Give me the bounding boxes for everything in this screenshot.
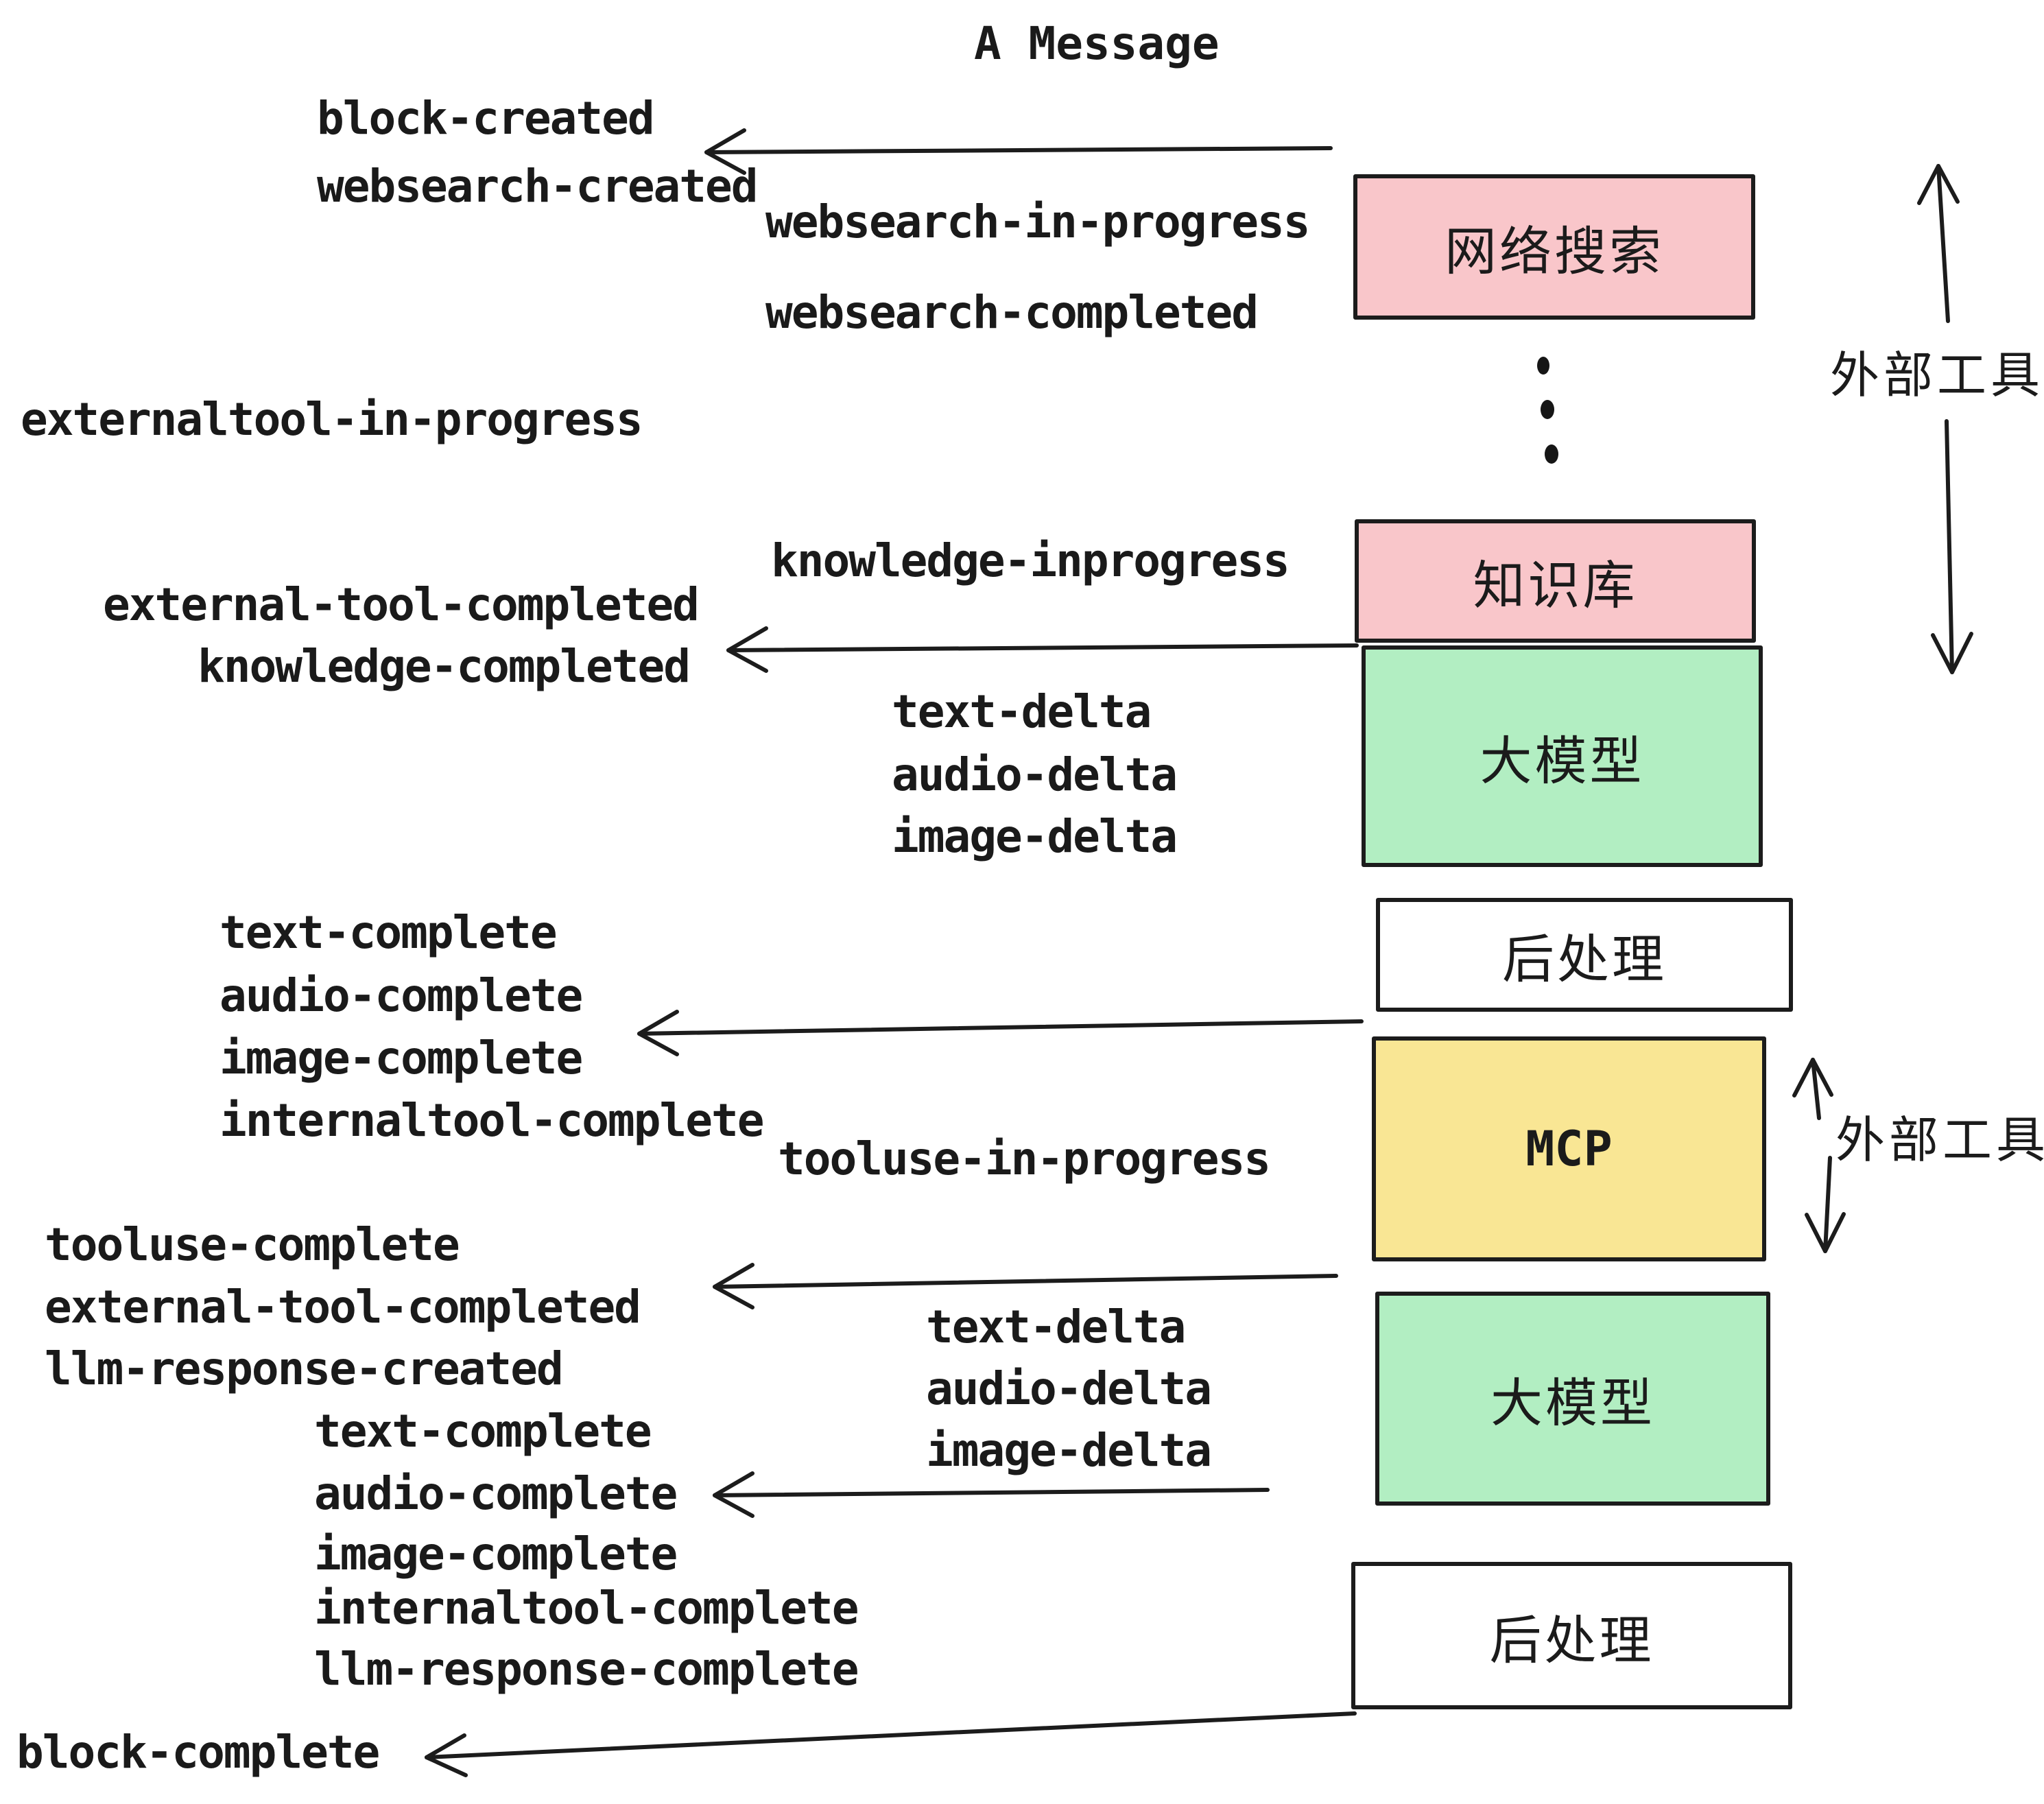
box-websearch: 网络搜索	[1353, 174, 1755, 320]
event-text-delta-2: text-delta	[926, 1301, 1186, 1353]
event-llm-response-complete: llm-response-complete	[314, 1643, 859, 1696]
arrow-image-complete-icon	[637, 1010, 1364, 1056]
event-text-complete-1: text-complete	[219, 906, 558, 959]
event-internaltool-complete-2: internaltool-complete	[314, 1582, 859, 1635]
event-external-tool-completed-2: external-tool-completed	[45, 1281, 641, 1333]
box-postprocess-2: 后处理	[1351, 1562, 1792, 1709]
arrow-block-complete-icon	[425, 1711, 1357, 1777]
event-image-complete-1: image-complete	[219, 1032, 583, 1084]
event-block-created: block-created	[317, 92, 655, 145]
event-websearch-completed: websearch-completed	[765, 286, 1259, 339]
box-postprocess-1: 后处理	[1376, 898, 1793, 1012]
vertical-ellipsis-icon	[1537, 357, 1558, 464]
event-audio-delta-2: audio-delta	[926, 1362, 1212, 1415]
event-external-tool-completed: external-tool-completed	[103, 578, 700, 631]
box-knowledge-base: 知识库	[1355, 519, 1756, 643]
event-audio-complete-2: audio-complete	[314, 1467, 678, 1520]
event-image-delta-1: image-delta	[892, 810, 1178, 863]
event-text-complete-2: text-complete	[314, 1405, 652, 1458]
arrow-block-created-icon	[704, 128, 1333, 175]
arrow-external-tools-down-icon	[1931, 419, 1973, 674]
event-image-delta-2: image-delta	[926, 1424, 1212, 1477]
event-websearch-created: websearch-created	[317, 160, 759, 213]
event-llm-response-created: llm-response-created	[45, 1342, 564, 1395]
arrow-knowledge-completed-icon	[726, 626, 1359, 673]
arrow-mcp-down-icon	[1805, 1156, 1846, 1253]
event-externaltool-in-progress: externaltool-in-progress	[21, 393, 643, 446]
event-text-delta-1: text-delta	[892, 685, 1152, 738]
arrow-mcp-up-icon	[1792, 1058, 1833, 1120]
diagram-title: A Message	[974, 17, 1220, 70]
box-llm-1: 大模型	[1362, 645, 1763, 867]
event-tooluse-in-progress: tooluse-in-progress	[778, 1132, 1271, 1185]
arrow-tooluse-complete-icon	[713, 1263, 1338, 1309]
event-internaltool-complete-1: internaltool-complete	[219, 1094, 764, 1147]
box-mcp: MCP	[1372, 1036, 1766, 1261]
event-audio-complete-1: audio-complete	[219, 969, 583, 1022]
event-image-complete-2: image-complete	[314, 1528, 678, 1580]
box-llm-2: 大模型	[1375, 1292, 1770, 1506]
event-websearch-in-progress: websearch-in-progress	[765, 195, 1310, 248]
label-external-tools-top: 外部工具	[1830, 348, 2044, 403]
label-external-tools-mid: 外部工具	[1835, 1113, 2044, 1168]
arrow-external-tools-up-icon	[1917, 164, 1960, 323]
event-block-complete: block-complete	[16, 1726, 380, 1779]
arrow-audio-complete-icon	[713, 1471, 1270, 1518]
event-knowledge-completed: knowledge-completed	[198, 640, 691, 693]
event-tooluse-complete: tooluse-complete	[45, 1218, 460, 1271]
event-audio-delta-1: audio-delta	[892, 748, 1178, 801]
event-knowledge-inprogress: knowledge-inprogress	[771, 534, 1290, 587]
